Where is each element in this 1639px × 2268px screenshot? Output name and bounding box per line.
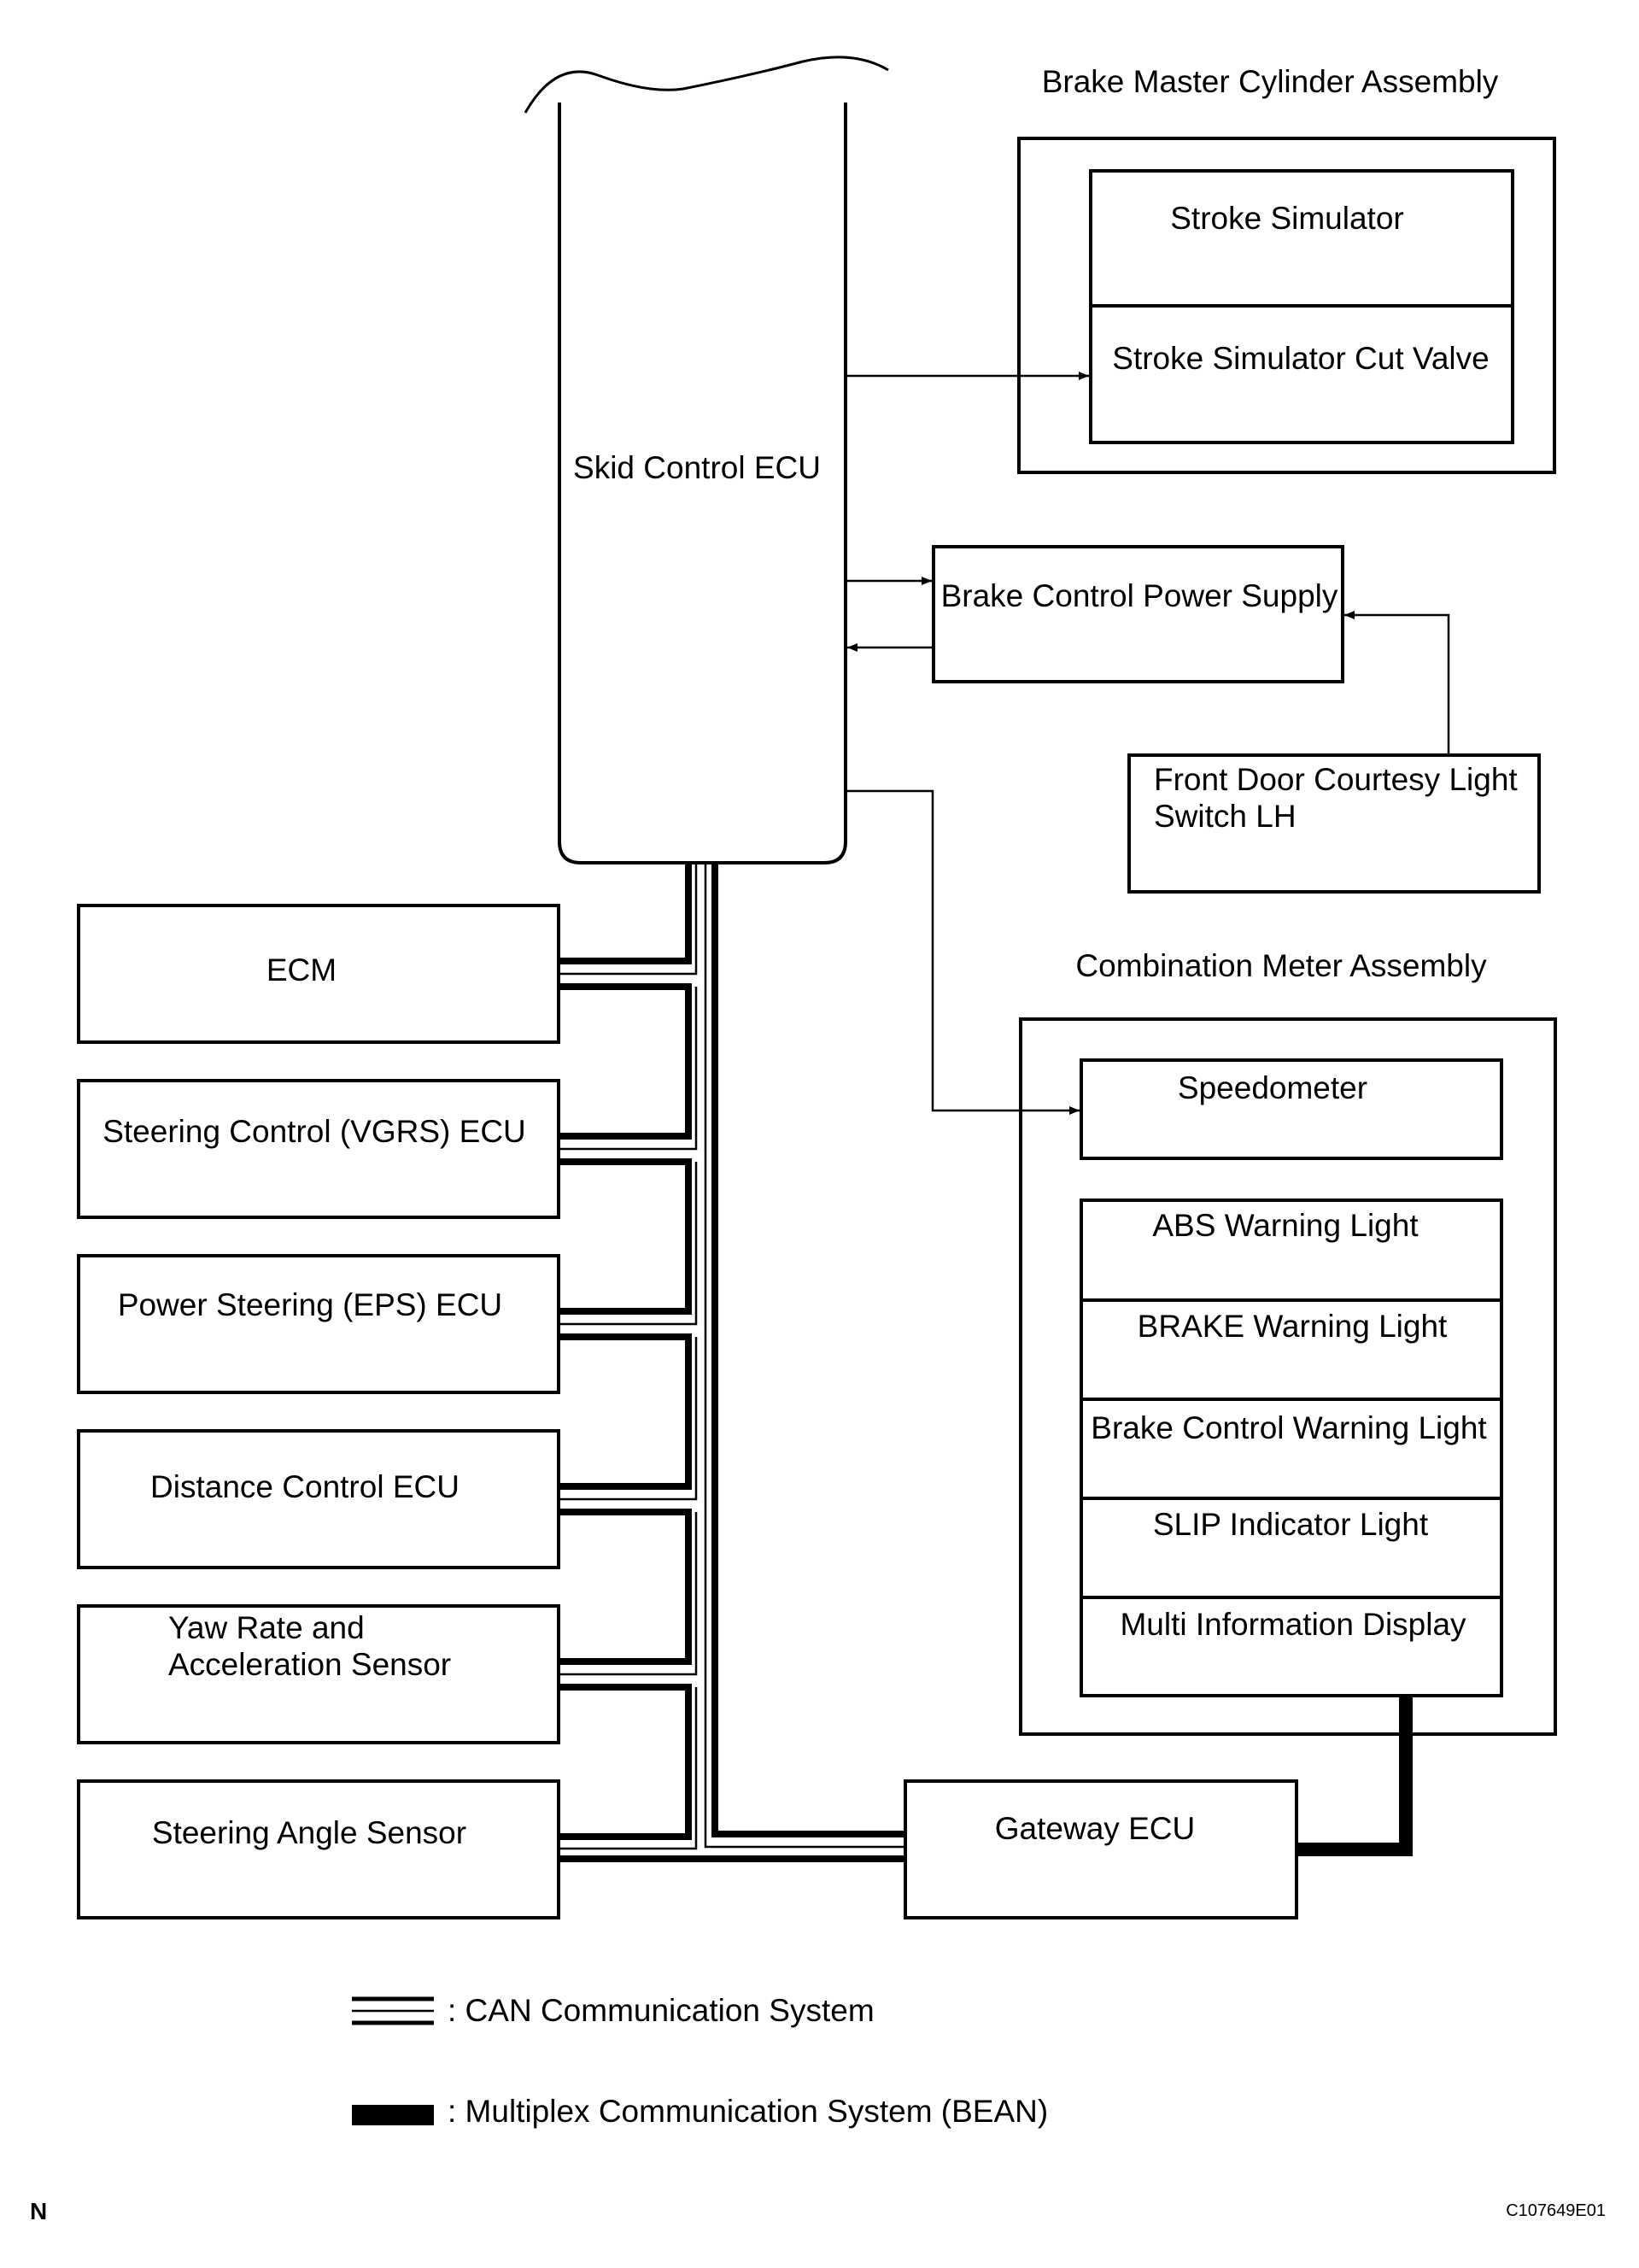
can-link-distance — [559, 1333, 692, 1490]
vgrs-ecu-label: Steering Control (VGRS) ECU — [102, 1114, 526, 1149]
ecu-power-steering-eps: Power Steering (EPS) ECU — [77, 1254, 560, 1394]
door-switch-line1: Front Door Courtesy Light — [1154, 762, 1518, 797]
brake-master-cylinder: Brake Master Cylinder Assembly Stroke Si… — [1017, 64, 1556, 474]
steering-angle-sensor: Steering Angle Sensor — [77, 1779, 560, 1919]
bean-bus — [1297, 1696, 1413, 1856]
yaw-rate-acceleration-sensor: Yaw Rate and Acceleration Sensor — [77, 1604, 560, 1744]
can-link-eps — [559, 1158, 692, 1315]
legend: : CAN Communication System : Multiplex C… — [352, 1993, 1048, 2129]
can-bus — [559, 863, 905, 1862]
brake-control-warning-light-label: Brake Control Warning Light — [1091, 1410, 1487, 1445]
stroke-simulator-cut-valve-label: Stroke Simulator Cut Valve — [1112, 341, 1489, 376]
legend-bean-label: : Multiplex Communication System (BEAN) — [448, 2094, 1048, 2129]
yaw-rate-line2: Acceleration Sensor — [168, 1647, 451, 1682]
stroke-simulator-label: Stroke Simulator — [1170, 201, 1404, 236]
gateway-ecu-label: Gateway ECU — [995, 1811, 1195, 1846]
ecu-ecm: ECM — [77, 904, 560, 1044]
gateway-ecu: Gateway ECU — [904, 1779, 1298, 1919]
ecu-distance-control: Distance Control ECU — [77, 1429, 560, 1569]
brake-master-title: Brake Master Cylinder Assembly — [1042, 64, 1499, 99]
power-supply-label: Brake Control Power Supply — [941, 578, 1338, 613]
eps-ecu-label: Power Steering (EPS) ECU — [118, 1287, 502, 1322]
can-link-vgrs — [559, 983, 692, 1140]
arrow-from-door-switch — [1344, 611, 1450, 755]
legend-bean-swatch — [352, 2105, 434, 2125]
brake-warning-light-label: BRAKE Warning Light — [1138, 1309, 1448, 1344]
legend-can-swatch — [352, 1996, 434, 2025]
slip-indicator-light-label: SLIP Indicator Light — [1153, 1507, 1429, 1542]
combo-meter-title: Combination Meter Assembly — [1075, 948, 1487, 983]
skid-control-ecu: Skid Control ECU — [524, 56, 889, 864]
brake-control-power-supply: Brake Control Power Supply — [932, 545, 1344, 683]
yaw-rate-line1: Yaw Rate and — [168, 1610, 365, 1645]
ecm-label: ECM — [266, 952, 337, 987]
skid-ecu-label: Skid Control ECU — [573, 450, 821, 485]
door-switch-line2: Switch LH — [1154, 799, 1297, 834]
can-bus-trunk — [711, 863, 905, 1837]
steering-angle-sensor-label: Steering Angle Sensor — [152, 1815, 466, 1850]
can-bus-trunk-inner — [704, 863, 905, 1849]
corner-mark: N — [30, 2198, 47, 2224]
abs-warning-light-label: ABS Warning Light — [1152, 1208, 1419, 1243]
can-link-yaw — [559, 1509, 692, 1665]
signal-lines — [846, 372, 1450, 1115]
ecu-steering-control-vgrs: Steering Control (VGRS) ECU — [77, 1079, 560, 1219]
arrow-to-speedometer — [846, 789, 1080, 1115]
front-door-courtesy-switch: Front Door Courtesy Light Switch LH — [1127, 753, 1541, 894]
multi-information-display-label: Multi Information Display — [1120, 1607, 1466, 1642]
distance-control-ecu-label: Distance Control ECU — [150, 1469, 460, 1504]
legend-can-label: : CAN Communication System — [448, 1993, 875, 2028]
figure-code: C107649E01 — [1506, 2201, 1606, 2220]
can-link-steering-angle — [559, 1684, 692, 1840]
can-link-ecm-in — [559, 863, 692, 964]
speedometer-label: Speedometer — [1178, 1070, 1367, 1105]
combination-meter: Combination Meter Assembly Speedometer A… — [1019, 948, 1557, 1736]
